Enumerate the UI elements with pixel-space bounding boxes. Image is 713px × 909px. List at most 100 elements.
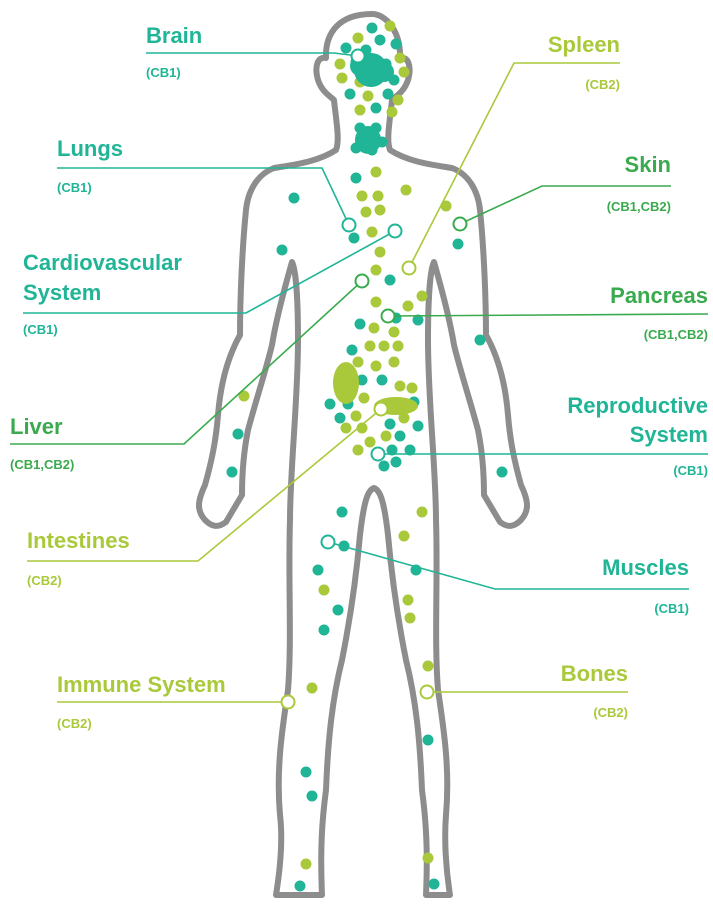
pancreas-marker: [382, 310, 395, 323]
receptor-dot: [355, 105, 366, 116]
liver-leader: [10, 281, 362, 444]
receptor-dot: [319, 585, 330, 596]
receptor-dot: [389, 327, 400, 338]
label-lungs-receptors: (CB1): [57, 180, 92, 195]
receptor-dot: [385, 275, 396, 286]
spleen-marker: [403, 262, 416, 275]
receptor-dot: [369, 323, 380, 334]
label-pancreas-receptors: (CB1,CB2): [644, 327, 708, 342]
receptor-dot: [417, 291, 428, 302]
receptor-dot: [351, 411, 362, 422]
receptor-dot: [423, 735, 434, 746]
receptor-dot: [365, 437, 376, 448]
label-reproductive-receptors: (CB1): [673, 463, 708, 478]
receptor-dot: [341, 423, 352, 434]
receptor-dot: [371, 103, 382, 114]
receptor-dot: [381, 431, 392, 442]
receptor-dot: [403, 595, 414, 606]
label-cardiovascular-receptors: (CB1): [23, 322, 58, 337]
label-reproductive-line2: System: [630, 422, 708, 447]
receptor-dot: [371, 265, 382, 276]
receptor-dot: [387, 107, 398, 118]
receptor-dot: [233, 429, 244, 440]
receptor-dot: [351, 173, 362, 184]
receptor-dot: [373, 191, 384, 202]
receptor-dot: [341, 43, 352, 54]
receptor-dot: [277, 245, 288, 256]
receptor-dot: [337, 507, 348, 518]
receptor-dot: [453, 239, 464, 250]
label-liver: Liver: [10, 414, 63, 439]
receptor-dot: [417, 507, 428, 518]
receptor-dot: [363, 91, 374, 102]
receptor-dot: [295, 881, 306, 892]
label-spleen-receptors: (CB2): [585, 77, 620, 92]
receptor-dot: [407, 383, 418, 394]
receptor-dot: [405, 613, 416, 624]
muscles-marker: [322, 536, 335, 549]
receptor-dot: [399, 531, 410, 542]
receptor-dot: [349, 233, 360, 244]
bones-marker: [421, 686, 434, 699]
receptor-dot: [367, 227, 378, 238]
label-bones-receptors: (CB2): [593, 705, 628, 720]
receptor-dot: [367, 23, 378, 34]
receptor-dot: [383, 89, 394, 100]
receptor-dot: [371, 297, 382, 308]
receptor-dot: [375, 205, 386, 216]
receptor-dot: [359, 393, 370, 404]
label-brain: Brain: [146, 23, 202, 48]
receptor-dot: [413, 421, 424, 432]
label-skin-receptors: (CB1,CB2): [607, 199, 671, 214]
receptor-dot: [335, 413, 346, 424]
receptor-dot: [395, 431, 406, 442]
label-muscles-receptors: (CB1): [654, 601, 689, 616]
receptor-dot: [389, 357, 400, 368]
receptor-dot: [353, 33, 364, 44]
receptor-dot: [227, 467, 238, 478]
lungs-marker: [343, 219, 356, 232]
receptor-dot: [379, 341, 390, 352]
label-skin: Skin: [625, 152, 671, 177]
receptor-dot: [379, 461, 390, 472]
label-bones: Bones: [561, 661, 628, 686]
receptor-dot: [355, 319, 366, 330]
receptor-dot: [319, 625, 330, 636]
receptor-dot: [345, 89, 356, 100]
receptor-dot: [423, 853, 434, 864]
pancreas-leader: [388, 314, 708, 316]
receptor-dot: [399, 67, 410, 78]
receptor-dot: [385, 419, 396, 430]
receptor-dot: [403, 301, 414, 312]
receptor-dot: [401, 185, 412, 196]
receptor-dot: [335, 59, 346, 70]
receptor-dot: [391, 39, 402, 50]
label-cardiovascular-line2: System: [23, 280, 101, 305]
receptor-dot: [353, 357, 364, 368]
label-reproductive: Reproductive: [567, 393, 708, 418]
receptor-dot: [357, 191, 368, 202]
receptor-dot: [475, 335, 486, 346]
label-pancreas: Pancreas: [610, 283, 708, 308]
receptor-dot: [395, 53, 406, 64]
receptor-dot: [371, 361, 382, 372]
receptor-dot: [353, 445, 364, 456]
liver-shape: [333, 362, 359, 404]
brain-marker: [352, 50, 365, 63]
receptor-dot: [313, 565, 324, 576]
receptor-dot: [429, 879, 440, 890]
receptor-dot: [301, 767, 312, 778]
intestines-marker: [375, 403, 388, 416]
label-lungs: Lungs: [57, 136, 123, 161]
reproductive-marker: [372, 448, 385, 461]
receptor-dot: [385, 21, 396, 32]
label-intestines: Intestines: [27, 528, 130, 553]
label-intestines-receptors: (CB2): [27, 573, 62, 588]
lungs-leader: [57, 168, 349, 225]
label-muscles: Muscles: [602, 555, 689, 580]
receptor-dot: [423, 661, 434, 672]
receptor-dot: [375, 35, 386, 46]
receptor-dot: [307, 791, 318, 802]
label-spleen: Spleen: [548, 32, 620, 57]
